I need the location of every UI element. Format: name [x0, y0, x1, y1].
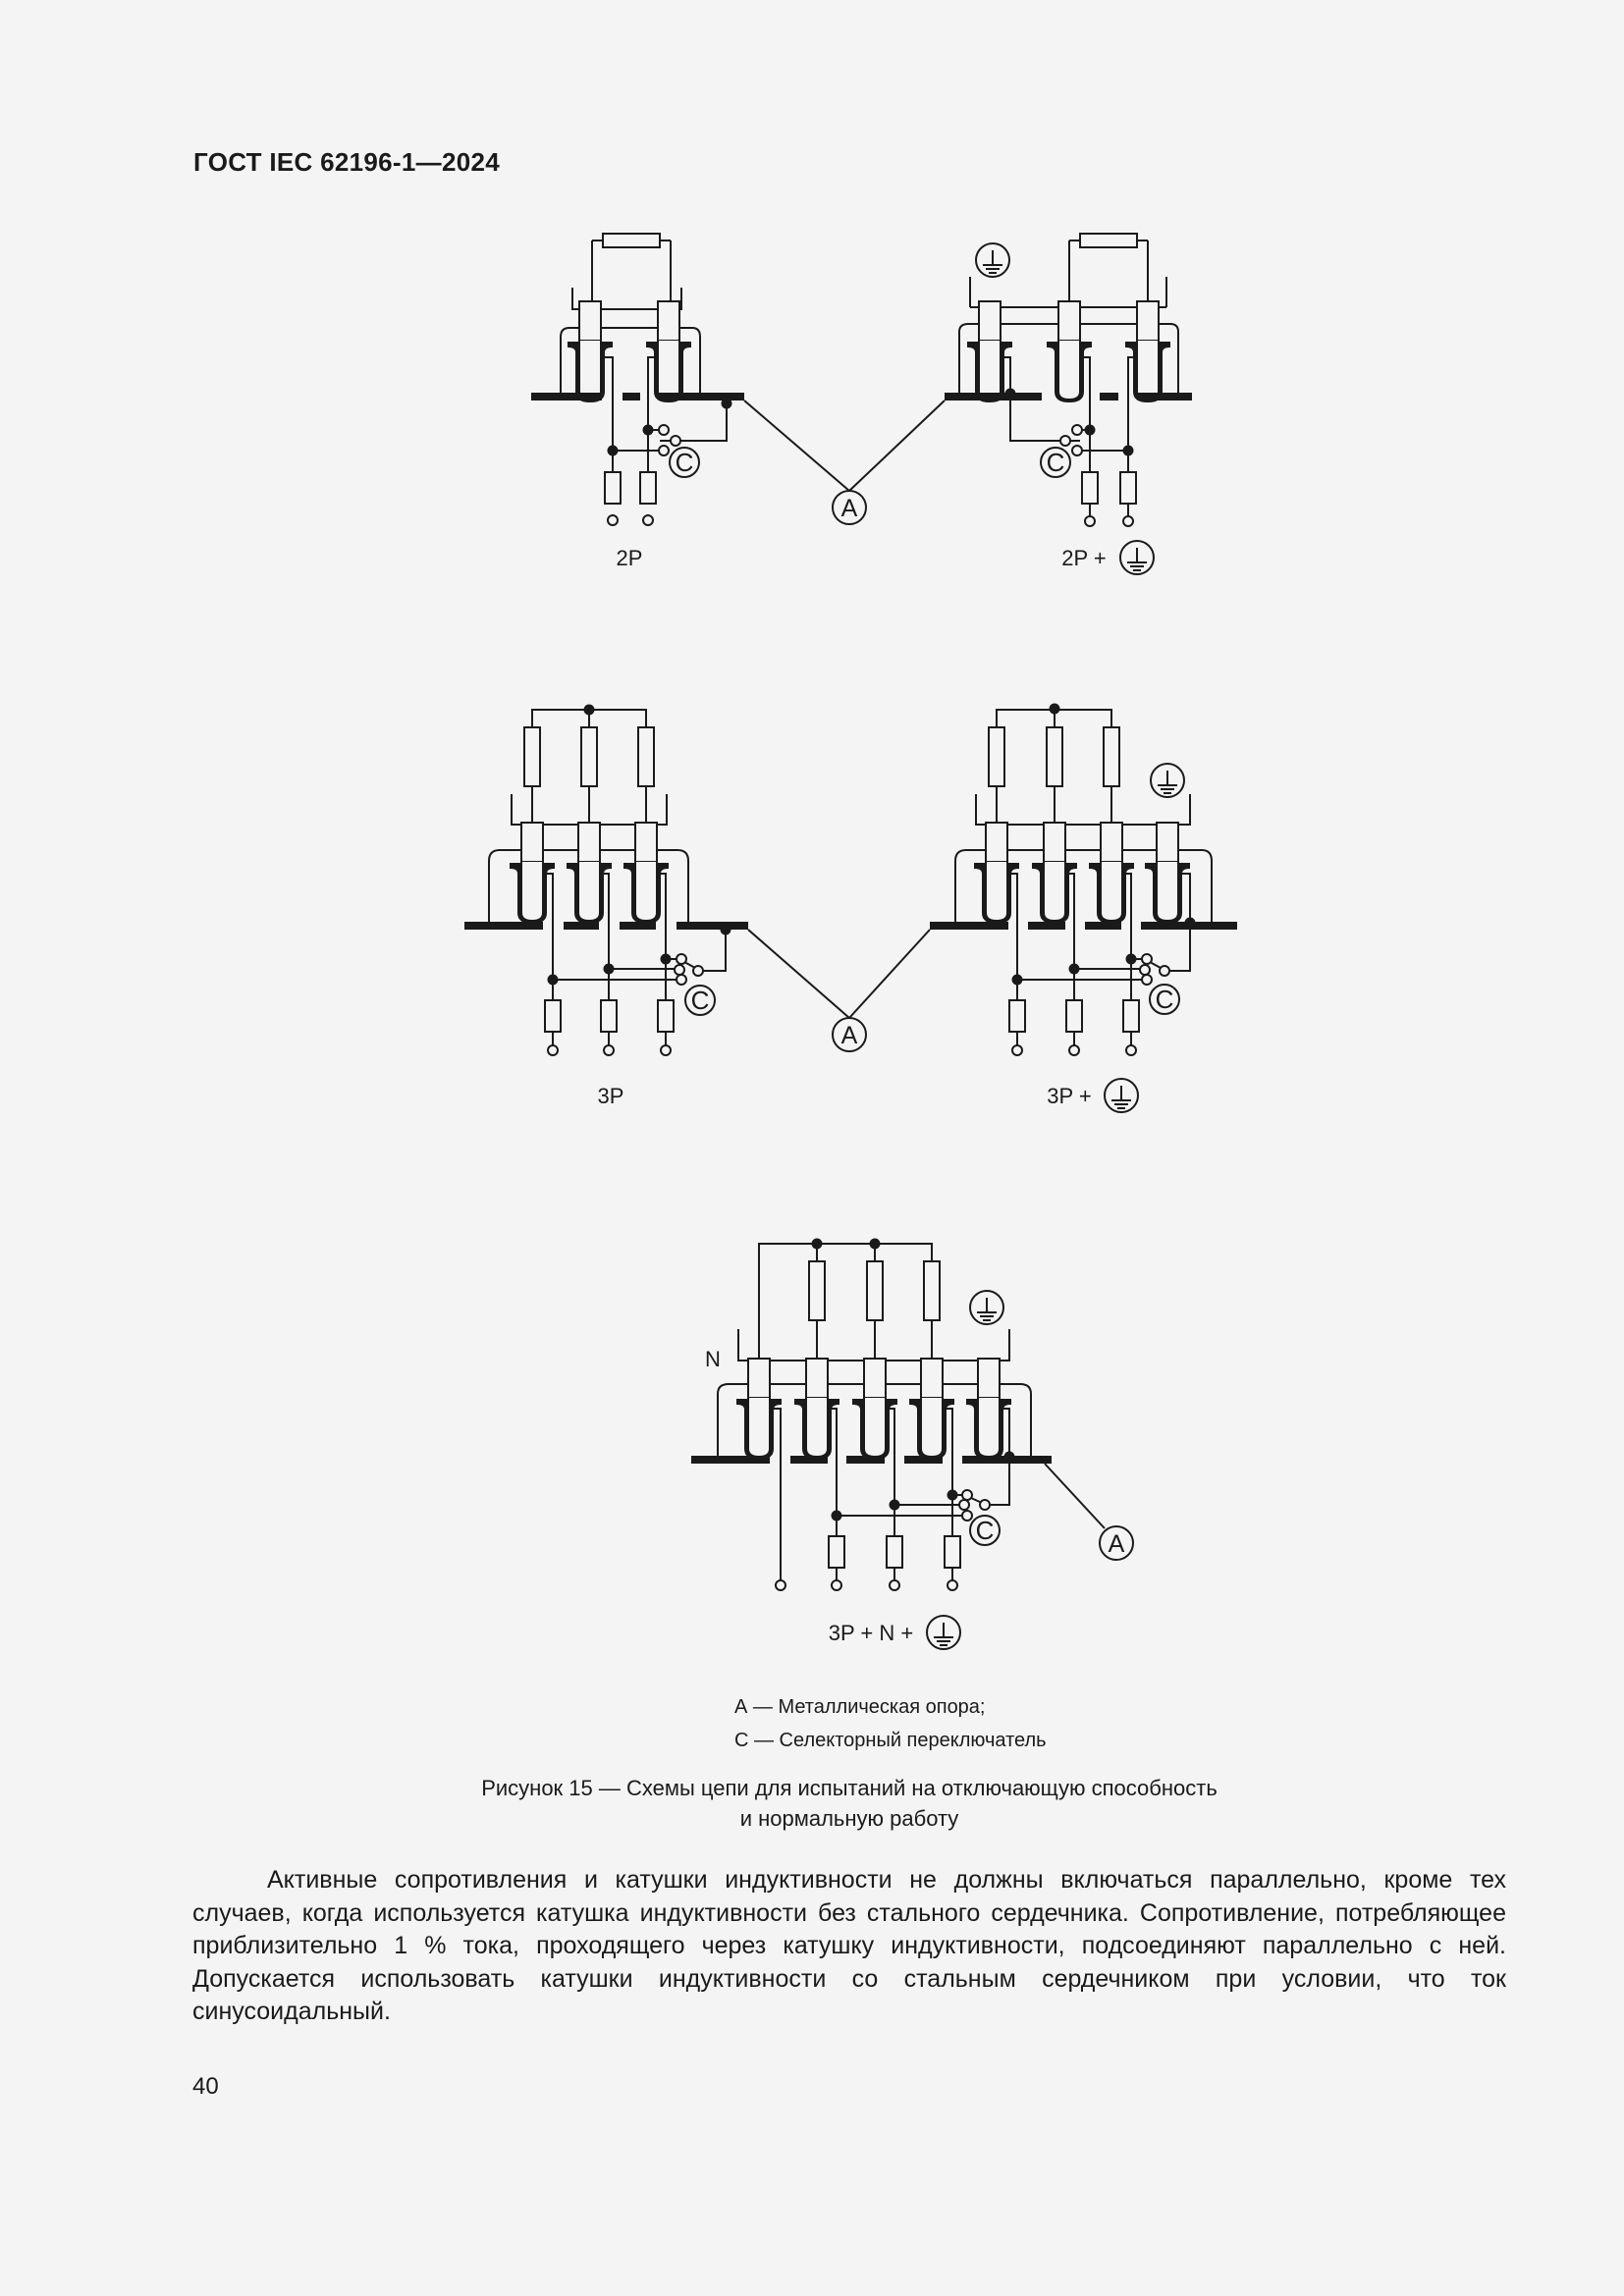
diagram-label-3p-earth: 3P +: [1047, 1084, 1091, 1108]
caption-line-2: и нормальную работу: [739, 1806, 959, 1831]
caption-line-1: Рисунок 15 — Схемы цепи для испытаний на…: [481, 1776, 1218, 1800]
diagram-3p-earth: [848, 703, 1237, 1056]
metal-support-label: A: [1109, 1530, 1125, 1558]
metal-support-label: A: [841, 1022, 858, 1049]
diagram-3p: [464, 704, 850, 1056]
selector-switch-label: C: [1047, 448, 1065, 477]
document-header: ГОСТ IEC 62196-1—2024: [193, 147, 500, 177]
diagram-label-2p: 2P: [617, 546, 643, 570]
diagram-2p: [531, 233, 850, 526]
diagram-2p-earth: [848, 233, 1192, 527]
figure-legend: А — Металлическая опора; С — Селекторный…: [734, 1690, 1047, 1757]
legend-item-c: С — Селекторный переключатель: [734, 1730, 1047, 1751]
selector-switch-label: C: [691, 986, 710, 1015]
earth-icon: [1104, 1078, 1139, 1113]
diagram-3p-n-earth: [691, 1238, 1106, 1591]
diagram-label-3p-n-earth: 3P + N +: [829, 1621, 913, 1645]
circuit-diagrams-figure: C C C C C A A A N 2P 2P + 3P 3P + 3P + N…: [464, 233, 1237, 1650]
legend-item-a: А — Металлическая опора;: [734, 1696, 986, 1718]
neutral-label: N: [705, 1347, 721, 1371]
selector-switch-label: C: [976, 1516, 995, 1545]
selector-switch-label: C: [676, 448, 694, 477]
figure-caption: Рисунок 15 — Схемы цепи для испытаний на…: [0, 1773, 1624, 1834]
selector-switch-label: C: [1156, 985, 1174, 1014]
diagram-label-3p: 3P: [598, 1084, 624, 1108]
earth-icon: [1119, 540, 1155, 575]
body-paragraph: Активные сопротивления и катушки индукти…: [192, 1866, 1506, 2026]
page-number: 40: [192, 2073, 219, 2100]
earth-icon: [926, 1615, 961, 1650]
diagram-label-2p-earth: 2P +: [1061, 546, 1106, 570]
metal-support-label: A: [841, 495, 858, 522]
